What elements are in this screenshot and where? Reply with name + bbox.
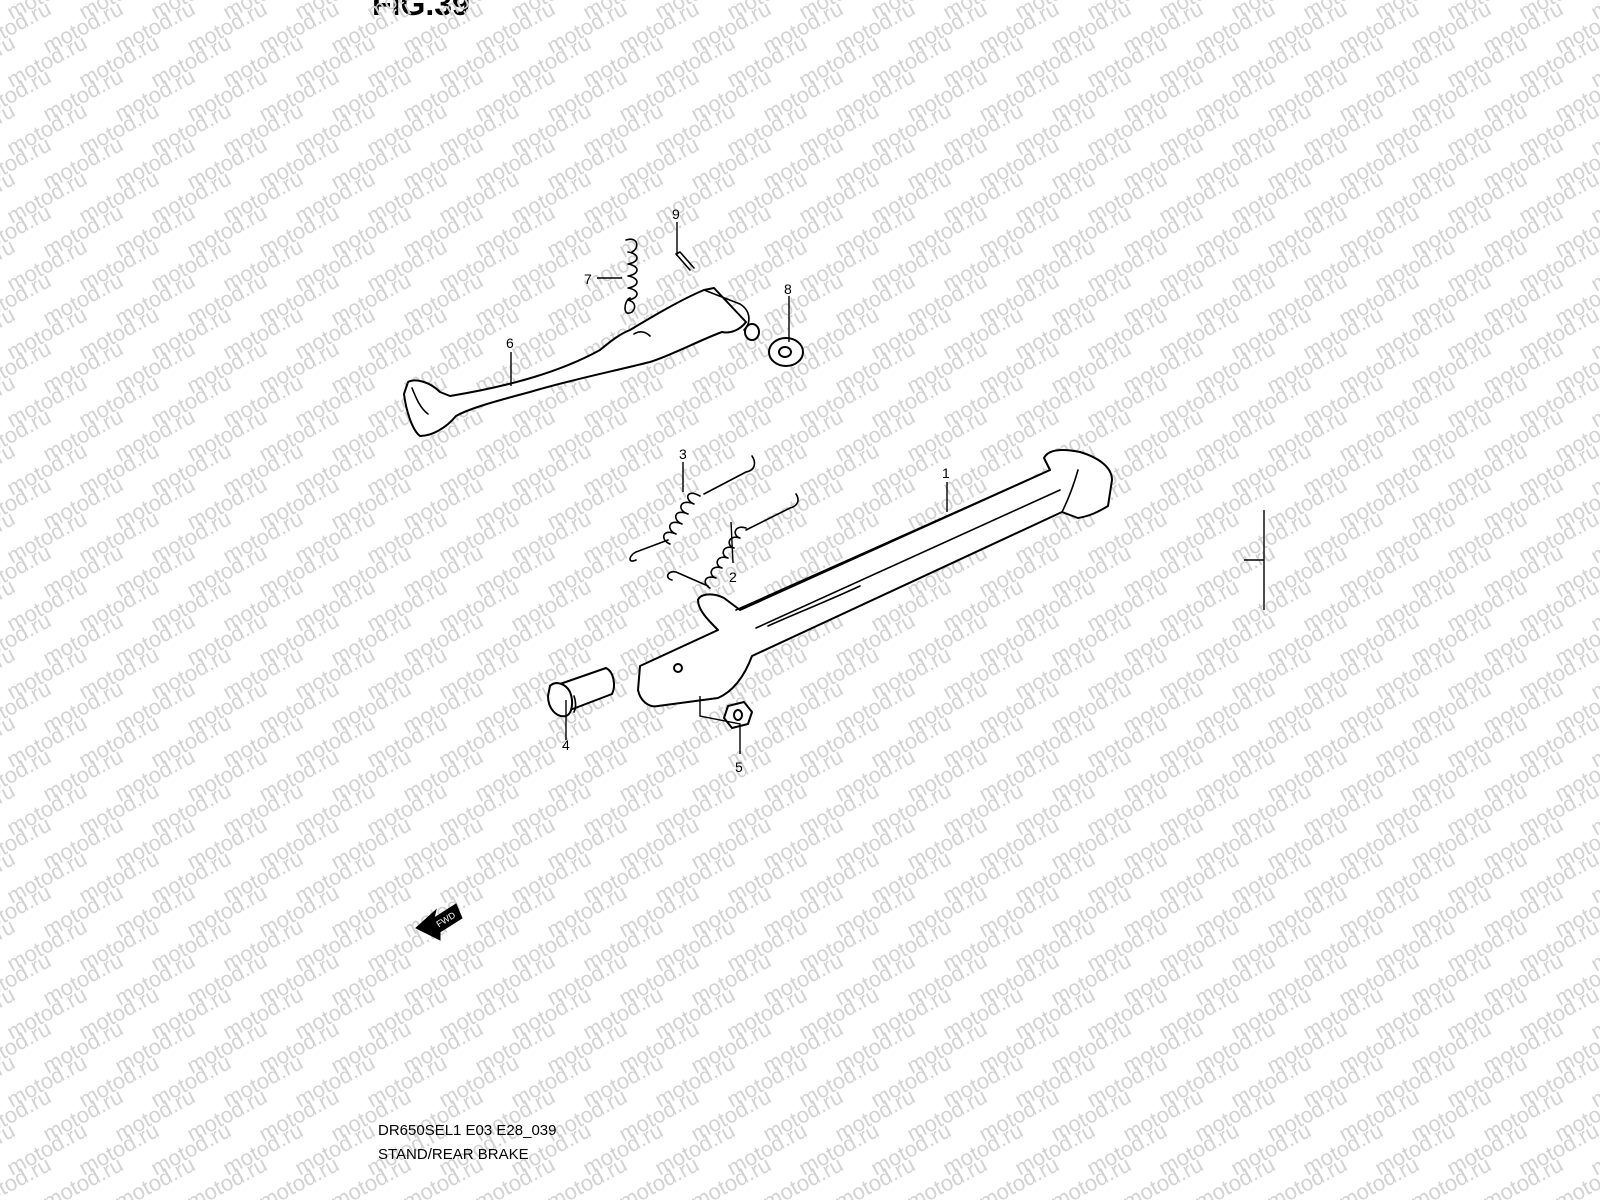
callout-8: 8 — [784, 281, 792, 297]
callout-3: 3 — [679, 446, 687, 462]
callout-1: 1 — [942, 465, 950, 481]
figure-code: DR650SEL1 E03 E28_039 — [378, 1122, 557, 1139]
washer — [768, 337, 804, 367]
figure-name: STAND/REAR BRAKE — [378, 1146, 529, 1163]
figure-title: FIG.39 — [372, 0, 470, 22]
callout-6: 6 — [506, 335, 514, 351]
callout-2: 2 — [729, 569, 737, 585]
callout-5: 5 — [735, 759, 743, 775]
callout-4: 4 — [562, 737, 570, 753]
callout-7: 7 — [584, 271, 592, 287]
callout-9: 9 — [672, 206, 680, 222]
